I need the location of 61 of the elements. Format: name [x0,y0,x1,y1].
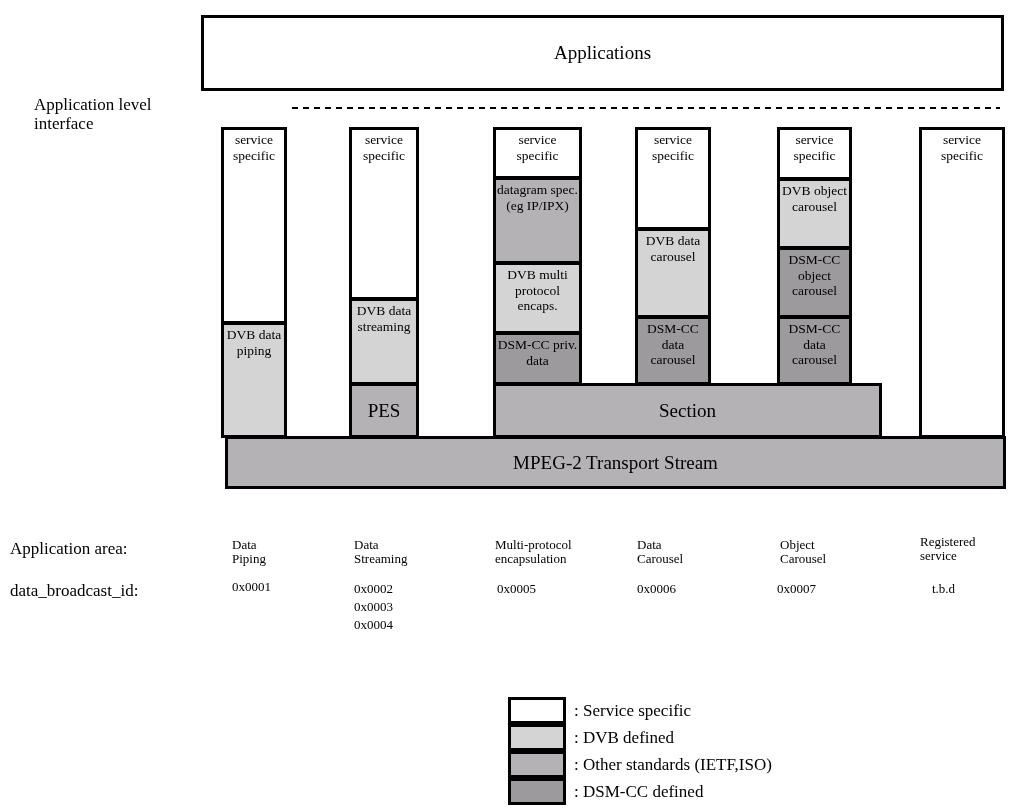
layer-box [493,127,582,179]
layer-label: MPEG-2 Transport Stream [512,451,719,474]
layer-box [221,322,287,438]
layer-box [635,127,711,230]
layer-label: DSM-CC object carousel [787,251,842,299]
layer-label: DVB data streaming [355,302,413,335]
layer-box [493,332,582,385]
layer-label: DVB data carousel [644,232,702,265]
table-label: 0x0002 [354,582,394,597]
layer-label: DVB multi protocol encaps. [506,266,569,314]
table-label: Data Piping [232,538,267,567]
layer-box [349,127,419,300]
layer-box [777,247,852,318]
layer-label: service specific [792,131,837,164]
legend-text: : DVB defined [574,726,675,749]
layer-box [493,262,582,334]
table-label: 0x0006 [637,582,677,597]
table-label: Data Carousel [637,538,685,567]
layer-box [777,127,852,180]
layer-box [221,127,287,324]
layer-box [201,15,1004,91]
layer-label: DVB object carousel [781,182,848,215]
table-label: Application area: [10,540,129,559]
layer-box [349,383,419,438]
layer-label: service specific [232,131,276,164]
layer-label: service specific [362,131,406,164]
table-label: 0x0007 [777,582,817,597]
table-label: t.b.d [932,582,957,597]
table-label: Registered service [920,535,977,564]
table-label: data_broadcast_id: [10,582,140,601]
table-label: Data Streaming [354,538,409,567]
layer-label: DSM-CC data carousel [787,320,842,368]
layer-label: Applications [552,42,653,64]
table-label: 0x0003 [354,600,394,615]
legend-text: : Other standards (IETF,ISO) [574,753,772,776]
table-label: 0x0004 [354,618,394,633]
layer-box [493,177,582,264]
layer-label: DSM-CC data carousel [646,320,700,368]
layer-box [225,436,1006,489]
table-label: 0x0001 [232,580,272,595]
layer-label: service specific [651,131,695,164]
layer-box [777,316,852,385]
layer-label: DSM-CC priv. data [496,336,579,369]
table-label: 0x0005 [497,582,537,597]
layer-box [919,127,1005,438]
layer-label: datagram spec. (eg IP/IPX) [496,181,579,214]
table-label: Object Carousel [780,538,828,567]
layer-box [349,298,419,385]
layer-label: service specific [940,131,984,164]
layer-label: PES [366,399,402,422]
layer-label: Section [658,399,717,422]
layer-box [777,178,852,249]
table-label: Multi-protocol encapsulation [495,538,573,567]
layer-box [635,316,711,385]
layer-label: service specific [515,131,560,164]
legend-text: : DSM-CC defined [574,780,704,803]
interface-label: Application level interface [34,96,153,134]
layer-box [635,228,711,318]
layer-box [493,383,882,438]
layer-label: DVB data piping [225,326,283,359]
legend-text: : Service specific [574,699,692,722]
